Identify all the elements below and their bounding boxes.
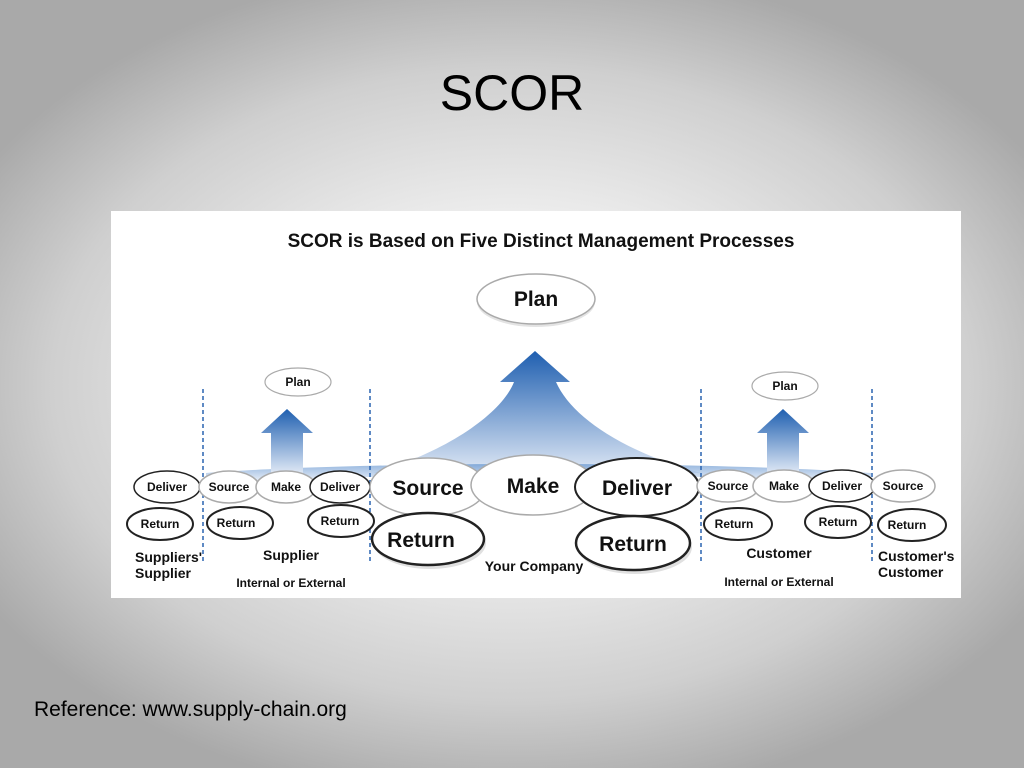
slide-title: SCOR [439, 65, 585, 121]
plan-main-oval: Plan [476, 273, 596, 327]
svg-text:Source: Source [708, 479, 749, 493]
svg-text:Deliver: Deliver [147, 480, 187, 494]
company-make-oval: Make [470, 454, 596, 516]
supplier-source-oval: Source [198, 470, 260, 504]
reference-text: Reference: www.supply-chain.org [34, 698, 347, 721]
company-return-right-oval: Return [574, 514, 692, 574]
svg-text:Make: Make [271, 480, 301, 494]
scor-diagram: SCOR is Based on Five Distinct Managemen… [111, 211, 961, 598]
svg-text:Return: Return [819, 515, 858, 529]
svg-text:Return: Return [217, 516, 256, 530]
cc-label-2: Customer [878, 564, 944, 580]
plan-supplier-oval: Plan [264, 367, 332, 397]
cc-label-1: Customer's [878, 548, 955, 564]
svg-text:Return: Return [321, 514, 360, 528]
company-deliver-oval: Deliver [574, 457, 700, 517]
customer-return-right-oval: Return [804, 505, 872, 539]
customer-deliver-oval: Deliver [808, 469, 876, 503]
ss-label-2: Supplier [135, 565, 192, 581]
supplier-label: Supplier [263, 547, 320, 563]
customer-plan-arrow [757, 409, 809, 473]
ss-label-1: Suppliers' [135, 549, 202, 565]
svg-text:Source: Source [883, 479, 924, 493]
svg-text:Make: Make [769, 479, 799, 493]
cc-return-oval: Return [877, 508, 947, 542]
company-return-left-oval: Return [370, 511, 486, 569]
svg-text:Return: Return [599, 533, 667, 556]
svg-text:Make: Make [507, 475, 560, 498]
customer-return-left-oval: Return [703, 507, 773, 541]
customer-make-oval: Make [752, 469, 816, 503]
svg-text:Source: Source [392, 477, 463, 500]
company-label: Your Company [485, 558, 584, 574]
company-source-oval: Source [369, 457, 487, 517]
supplier-sublabel: Internal or External [236, 576, 345, 590]
main-plan-arrow [373, 351, 701, 473]
svg-text:Deliver: Deliver [320, 480, 360, 494]
svg-text:Deliver: Deliver [822, 479, 862, 493]
ss-return-oval: Return [126, 507, 194, 541]
svg-text:Return: Return [141, 517, 180, 531]
svg-text:Return: Return [387, 529, 455, 552]
cc-source-oval: Source [870, 469, 936, 503]
customer-source-oval: Source [696, 469, 760, 503]
svg-text:Return: Return [888, 518, 927, 532]
supplier-plan-arrow [261, 409, 313, 473]
plan-customer-oval: Plan [751, 371, 819, 401]
scor-diagram-svg: SCOR is Based on Five Distinct Managemen… [126, 231, 955, 590]
diagram-title: SCOR is Based on Five Distinct Managemen… [288, 231, 795, 252]
supplier-make-oval: Make [255, 470, 317, 504]
supplier-return-right-oval: Return [307, 504, 375, 538]
customer-label: Customer [746, 545, 812, 561]
supplier-return-left-oval: Return [206, 506, 274, 540]
svg-text:Plan: Plan [285, 375, 310, 389]
svg-text:Plan: Plan [514, 288, 558, 311]
svg-text:Source: Source [209, 480, 250, 494]
customer-sublabel: Internal or External [724, 575, 833, 589]
svg-text:Deliver: Deliver [602, 477, 672, 500]
svg-text:Plan: Plan [772, 379, 797, 393]
ss-deliver-oval: Deliver [133, 470, 201, 504]
supplier-deliver-oval: Deliver [309, 470, 371, 504]
svg-text:Return: Return [715, 517, 754, 531]
